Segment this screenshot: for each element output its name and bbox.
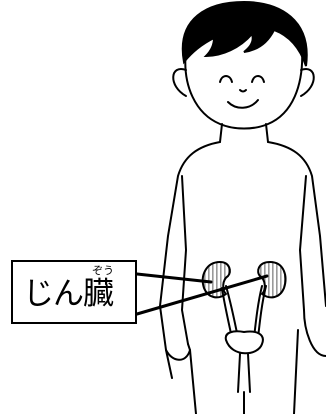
- neck: [219, 123, 269, 143]
- hair: [181, 0, 308, 67]
- legs-outline: [189, 329, 299, 414]
- face-outline: [184, 47, 304, 130]
- left-eye: [219, 75, 233, 83]
- leader-line-upper: [135, 272, 213, 284]
- body-right-outline: [267, 141, 326, 307]
- boy-figure: [159, 47, 326, 414]
- right-eye: [251, 75, 265, 83]
- left-ear: [172, 68, 187, 97]
- right-ear: [300, 68, 315, 97]
- nose: [239, 89, 247, 93]
- kidney-furigana: ぞう: [92, 264, 114, 277]
- leader-line-lower: [135, 274, 269, 316]
- bladder: [224, 330, 264, 355]
- leader-lines: [135, 272, 269, 316]
- urethra: [237, 353, 251, 393]
- mouth: [227, 99, 259, 109]
- kidney-label-box: ぞう じん臓: [11, 260, 137, 324]
- urinary-system: [201, 261, 287, 393]
- right-arm-inner: [299, 175, 307, 311]
- right-hand: [303, 309, 326, 357]
- kidney-label: じん臓: [23, 276, 114, 312]
- left-arm-inner: [181, 175, 189, 345]
- body-left-outline: [159, 141, 221, 379]
- right-kidney: [257, 261, 287, 299]
- left-hand: [165, 343, 191, 361]
- right-ureter: [253, 285, 267, 339]
- face-features: [219, 75, 265, 109]
